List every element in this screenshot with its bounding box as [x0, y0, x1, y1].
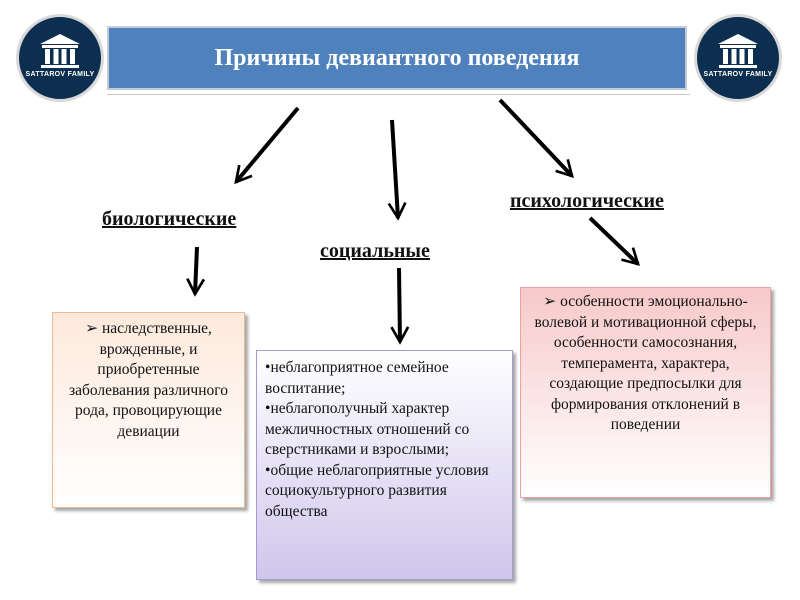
logo-right: SATTAROV FAMILY [694, 14, 782, 102]
arrow-to-psychological [498, 98, 574, 178]
category-psychological: психологические [510, 190, 664, 212]
bullet-arrow-icon: ➢ [85, 320, 99, 337]
psychological-box: ➢ особенности эмоционально-волевой и мот… [520, 287, 771, 498]
arrow-to-social [387, 119, 407, 221]
page-title: Причины девиантного поведения [214, 44, 580, 71]
bullet-dot-icon: • [265, 461, 271, 479]
title-banner: Причины девиантного поведения [107, 26, 687, 90]
bullet-dot-icon: • [265, 400, 271, 417]
temple-icon [40, 34, 80, 68]
bullet-arrow-icon: ➢ [543, 293, 557, 310]
social-box: •неблагоприятное семейное воспитание; •н… [256, 350, 513, 580]
psychological-text: особенности эмоционально-волевой и мотив… [534, 293, 757, 433]
arrow-to-biological-box [186, 246, 206, 297]
logo-text: SATTAROV FAMILY [703, 71, 773, 78]
biological-text: наследственные, врожденные, и приобретен… [69, 320, 228, 440]
category-biological: биологические [102, 208, 237, 230]
logo-text: SATTAROV FAMILY [25, 71, 95, 78]
arrow-to-social-box [390, 267, 410, 345]
list-item: •неблагополучный характер межличностных … [265, 400, 470, 458]
bullet-dot-icon: • [265, 359, 271, 376]
list-item: •общие неблагоприятные условия социокуль… [265, 461, 489, 520]
arrow-to-biological [234, 106, 300, 185]
title-divider [107, 94, 690, 95]
biological-box: ➢ наследственные, врожденные, и приобрет… [52, 312, 245, 508]
temple-icon [718, 34, 758, 68]
logo-left: SATTAROV FAMILY [16, 14, 104, 102]
arrow-to-psychological-box [588, 216, 640, 266]
category-social: социальные [320, 240, 430, 262]
list-item: •неблагоприятное семейное воспитание; [265, 359, 449, 397]
